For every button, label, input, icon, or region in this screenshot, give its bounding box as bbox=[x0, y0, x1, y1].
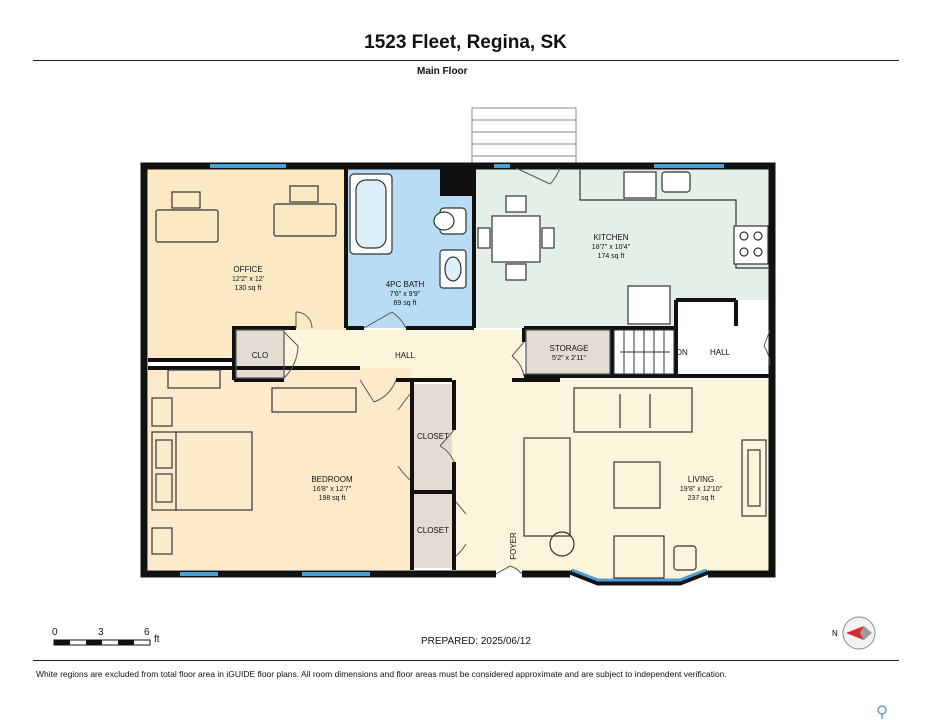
svg-text:130 sq ft: 130 sq ft bbox=[235, 285, 262, 292]
svg-text:BEDROOM: BEDROOM bbox=[311, 475, 353, 484]
location-pin-icon bbox=[877, 705, 887, 719]
bedroom-label: BEDROOM 16'8" x 12'7" 198 sq ft bbox=[311, 475, 353, 502]
windows bbox=[180, 164, 724, 576]
kitchen-fixtures bbox=[477, 170, 770, 325]
bay-window-glass bbox=[571, 568, 707, 582]
closet-bottom-floor bbox=[414, 494, 452, 568]
svg-text:174 sq ft: 174 sq ft bbox=[598, 253, 625, 260]
right-hall-label: HALL bbox=[710, 348, 731, 357]
compass-north-label: N bbox=[832, 629, 838, 638]
bedroom-floor bbox=[148, 368, 412, 570]
svg-text:19'8" x 12'10": 19'8" x 12'10" bbox=[680, 486, 723, 493]
storage-label: STORAGE 5'2" x 2'11" bbox=[550, 344, 589, 362]
bedroom-furniture bbox=[151, 369, 357, 555]
svg-text:18'7" x 10'4": 18'7" x 10'4" bbox=[592, 244, 631, 251]
closet-bottom-label: CLOSET bbox=[417, 526, 449, 535]
svg-text:STORAGE: STORAGE bbox=[550, 344, 589, 353]
living-furniture bbox=[523, 387, 767, 579]
foyer-floor bbox=[452, 330, 522, 570]
scale-label-0: 0 bbox=[52, 627, 58, 638]
doors bbox=[283, 167, 771, 575]
svg-text:OFFICE: OFFICE bbox=[233, 265, 262, 274]
svg-text:4PC BATH: 4PC BATH bbox=[386, 280, 425, 289]
kitchen-label: KITCHEN 18'7" x 10'4" 174 sq ft bbox=[592, 233, 631, 260]
svg-text:198 sq ft: 198 sq ft bbox=[319, 495, 346, 502]
office-label: OFFICE 12'2" x 12' 130 sq ft bbox=[232, 265, 264, 292]
closet-top-label: CLOSET bbox=[417, 432, 449, 441]
title-rule bbox=[33, 60, 899, 61]
floor-label: Main Floor bbox=[417, 66, 468, 77]
office-furniture bbox=[155, 185, 337, 243]
entry-steps bbox=[471, 107, 577, 165]
exterior-walls bbox=[140, 162, 776, 578]
svg-text:LIVING: LIVING bbox=[688, 475, 714, 484]
prepared-date: PREPARED: 2025/06/12 bbox=[421, 636, 531, 647]
compass-rose bbox=[842, 616, 876, 650]
disclaimer: White regions are excluded from total fl… bbox=[36, 669, 727, 679]
svg-text:7'6" x 9'9": 7'6" x 9'9" bbox=[390, 291, 421, 298]
scale-bar bbox=[53, 639, 151, 646]
scale-label-3: 3 bbox=[98, 627, 104, 638]
clo-label: CLO bbox=[252, 351, 268, 360]
living-label: LIVING 19'8" x 12'10" 237 sq ft bbox=[680, 475, 723, 502]
svg-text:12'2" x 12': 12'2" x 12' bbox=[232, 276, 264, 283]
hall-label: HALL bbox=[395, 351, 416, 360]
bay-window-floor bbox=[572, 568, 706, 580]
storage-floor bbox=[526, 330, 610, 374]
chimney-block bbox=[440, 168, 474, 196]
bath-fixtures bbox=[349, 173, 467, 289]
right-hall-floor bbox=[676, 300, 770, 376]
dn-label: DN bbox=[676, 348, 688, 357]
bay-window bbox=[569, 569, 709, 586]
svg-text:5'2" x 2'11": 5'2" x 2'11" bbox=[552, 355, 586, 362]
scale-unit: ft bbox=[154, 634, 160, 645]
scale-label-6: 6 bbox=[144, 627, 150, 638]
svg-text:KITCHEN: KITCHEN bbox=[593, 233, 628, 242]
svg-text:69 sq ft: 69 sq ft bbox=[394, 300, 417, 307]
clo-outline bbox=[235, 329, 285, 379]
plan-title: 1523 Fleet, Regina, SK bbox=[364, 32, 567, 53]
closet-top-floor bbox=[414, 384, 452, 490]
bath-label: 4PC BATH 7'6" x 9'9" 69 sq ft bbox=[386, 280, 425, 307]
svg-text:16'8" x 12'7": 16'8" x 12'7" bbox=[313, 486, 352, 493]
storage-outline bbox=[525, 329, 611, 375]
foyer-label: FOYER bbox=[509, 532, 518, 560]
footer-rule bbox=[33, 660, 899, 661]
living-floor bbox=[512, 380, 770, 570]
svg-text:237 sq ft: 237 sq ft bbox=[688, 495, 715, 502]
stairs bbox=[613, 329, 675, 375]
